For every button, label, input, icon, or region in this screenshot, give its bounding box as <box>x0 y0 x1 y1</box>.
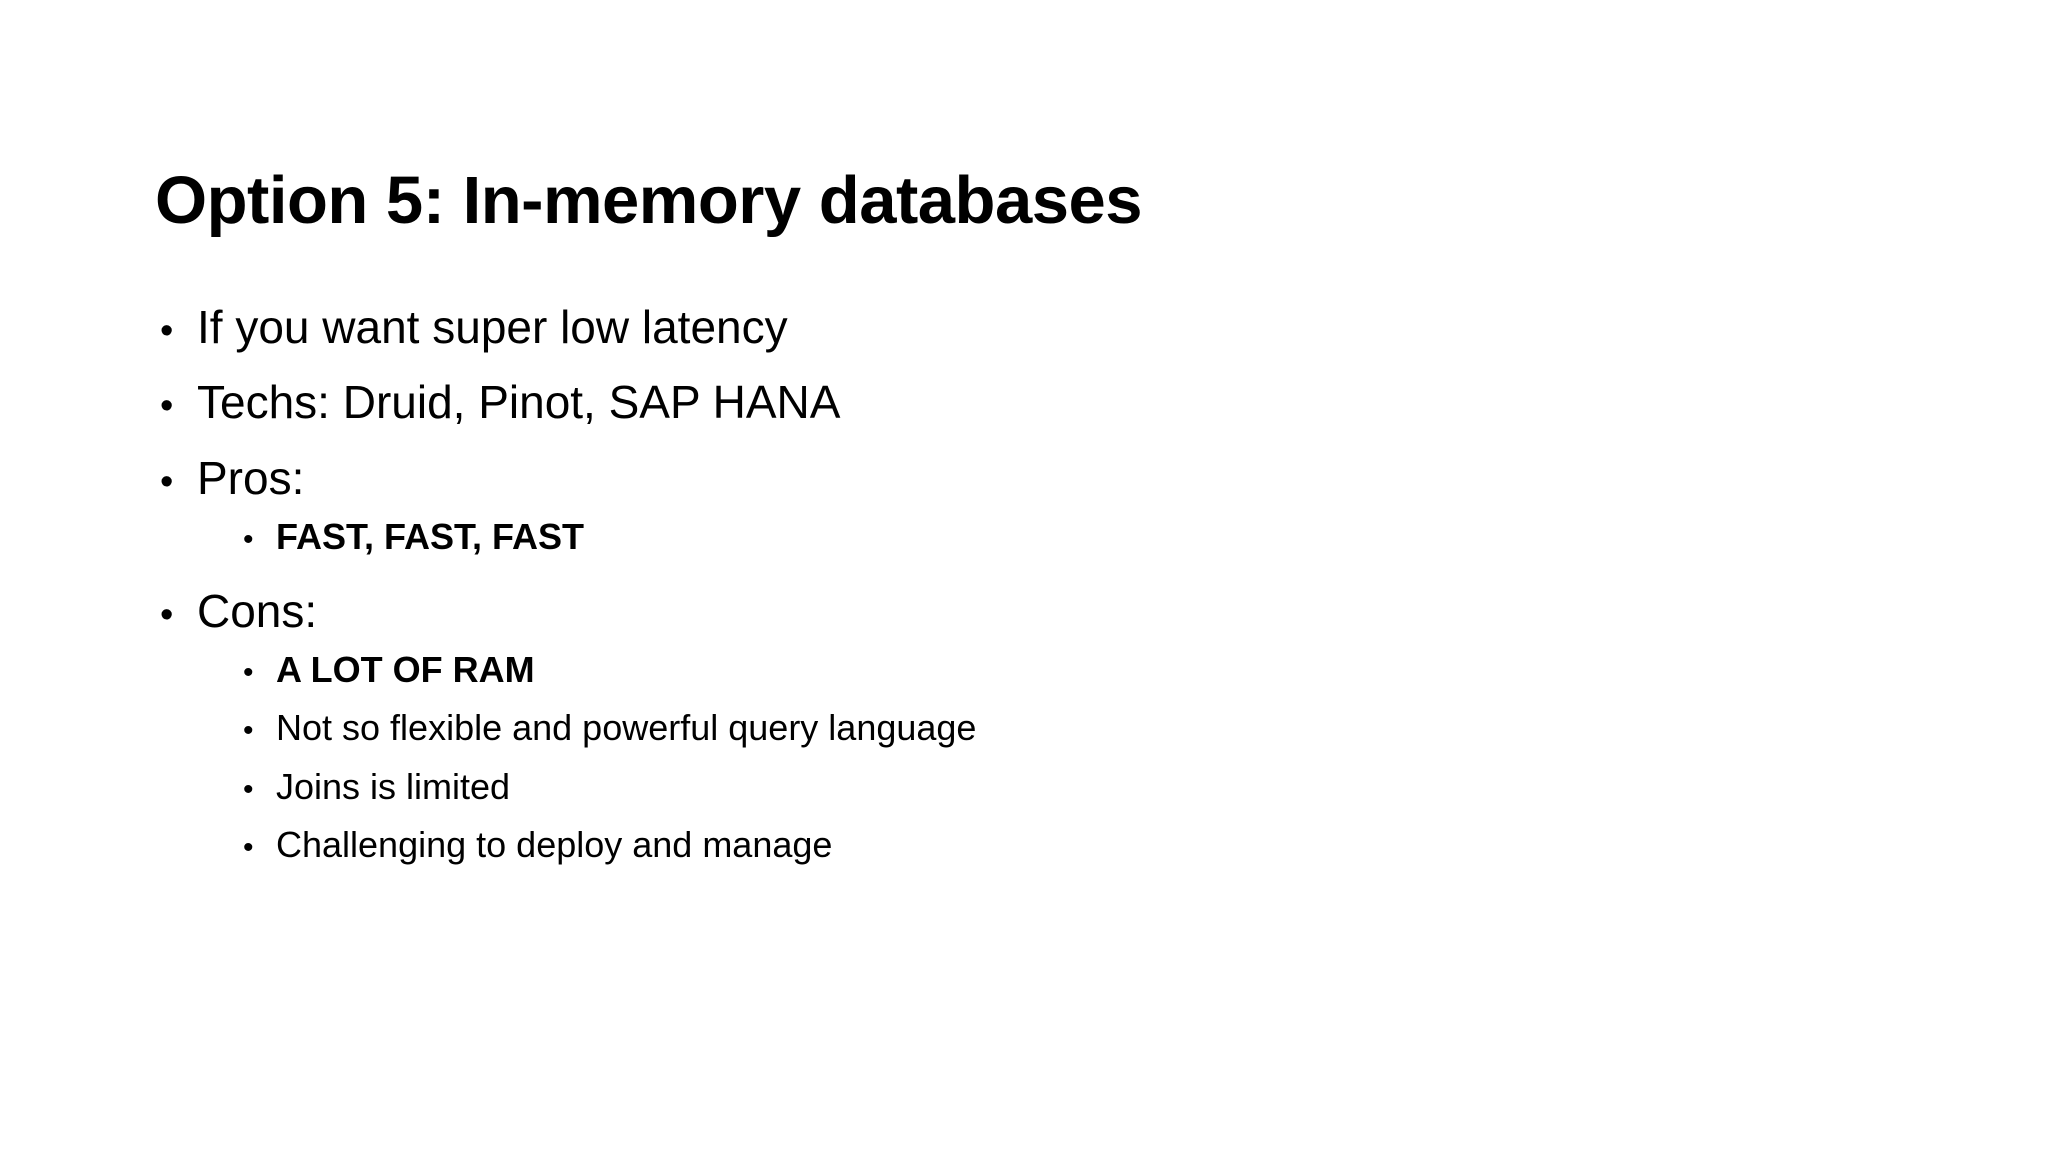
sub-list-item-label: FAST, FAST, FAST <box>276 515 585 557</box>
bullet-icon: • <box>243 830 254 864</box>
sub-list-item[interactable]: • A LOT OF RAM <box>155 648 1915 706</box>
bullet-icon: • <box>160 593 174 636</box>
sub-list-item[interactable]: • FAST, FAST, FAST <box>155 515 1915 584</box>
sub-list-item-label: Joins is limited <box>276 765 511 807</box>
page-title: Option 5: In-memory databases <box>155 162 1143 238</box>
bullet-icon: • <box>243 522 254 556</box>
sub-list-item[interactable]: • Not so flexible and powerful query lan… <box>155 706 1915 764</box>
list-item-label: Pros: <box>197 451 305 504</box>
bullet-icon: • <box>160 460 174 503</box>
list-item[interactable]: • Pros: <box>155 451 1915 515</box>
sub-list-item[interactable]: • Challenging to deploy and manage <box>155 823 1915 881</box>
sub-list-item-label: Not so flexible and powerful query langu… <box>276 707 977 749</box>
sub-list-item-label: Challenging to deploy and manage <box>276 823 833 865</box>
list-item-label: If you want super low latency <box>197 301 788 353</box>
list-item-label: Techs: Druid, Pinot, SAP HANA <box>197 376 841 429</box>
bullet-icon: • <box>243 656 254 690</box>
list-item[interactable]: • Cons: <box>155 584 1915 648</box>
bullet-icon: • <box>160 385 174 428</box>
slide-body-content: • If you want super low latency • Techs:… <box>155 300 1915 881</box>
list-item[interactable]: • Techs: Druid, Pinot, SAP HANA <box>155 375 1915 450</box>
bullet-icon: • <box>160 310 174 352</box>
sub-list-item-label: A LOT OF RAM <box>276 649 535 691</box>
list-item[interactable]: • If you want super low latency <box>155 300 1915 375</box>
list-item-label: Cons: <box>197 584 318 637</box>
bullet-icon: • <box>243 772 254 806</box>
bullet-icon: • <box>243 714 254 748</box>
sub-list-item[interactable]: • Joins is limited <box>155 765 1915 823</box>
